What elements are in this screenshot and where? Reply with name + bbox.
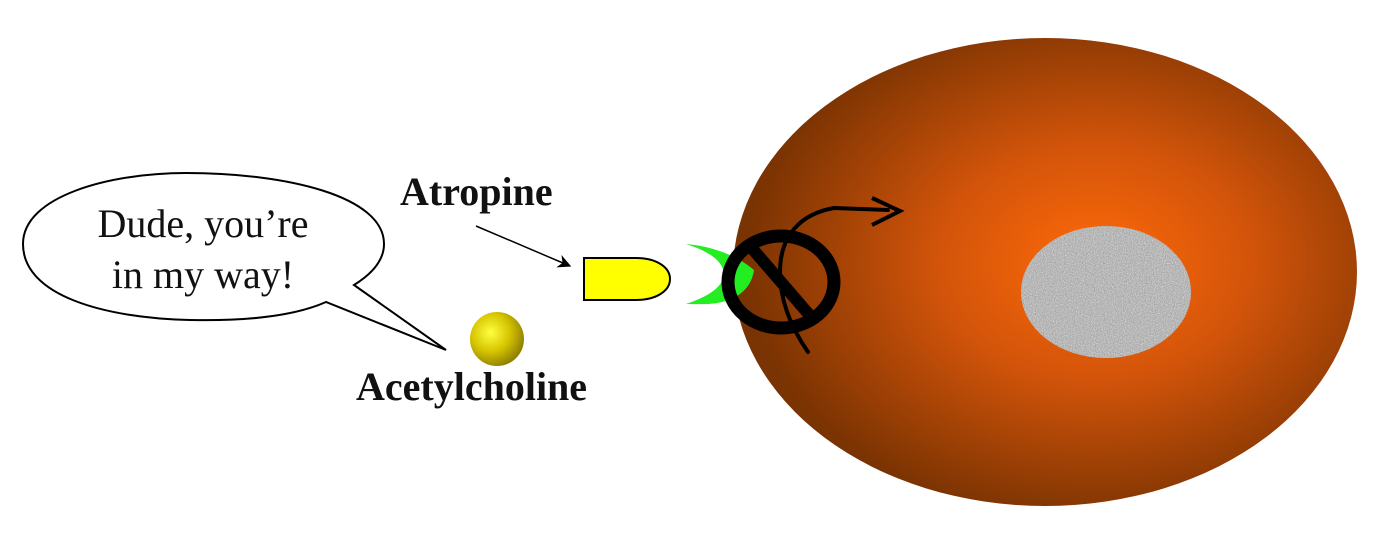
atropine-pointer	[475, 225, 572, 268]
no-entry-icon	[721, 229, 841, 335]
cell-nucleus	[1021, 226, 1191, 358]
arrowhead	[871, 196, 905, 227]
atropine-molecule	[583, 257, 672, 301]
atropine-label: Atropine	[400, 169, 553, 214]
speech-line-1: Dude, you’re	[97, 201, 308, 246]
acetylcholine-molecule	[470, 312, 524, 366]
speech-bubble	[21, 171, 447, 351]
acetylcholine-label: Acetylcholine	[356, 364, 587, 409]
speech-line-2: in my way!	[112, 252, 294, 297]
